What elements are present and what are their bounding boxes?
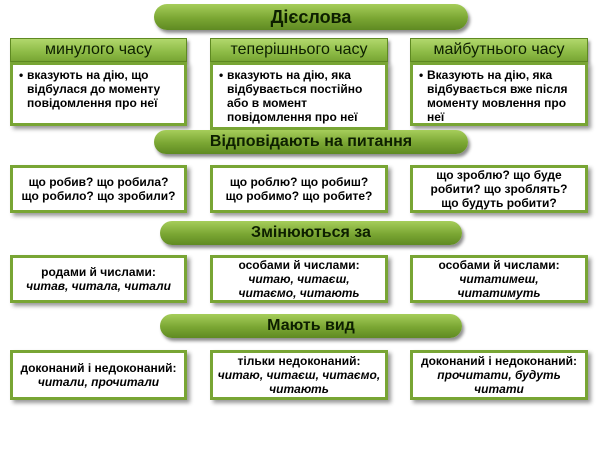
aspect-label: тільки недоконаний: — [237, 354, 361, 368]
question-line: що робимо? що робите? — [225, 189, 373, 203]
question-line: що робило? що зробили? — [21, 189, 176, 203]
change-label: родами й числами: — [41, 265, 156, 279]
change-past: родами й числами: читав, читала, читали — [10, 255, 187, 303]
change-example: читатимеш, — [459, 272, 539, 286]
description-line: або в момент — [227, 96, 308, 110]
description-line: відбувається постійно — [227, 82, 363, 96]
description-line: •вказують на дію, що — [19, 68, 149, 82]
change-label: особами й числами: — [238, 258, 360, 272]
description-line: моменту мовлення про неї — [427, 96, 567, 124]
aspect-example: читаю, читаєш, читаємо, — [217, 368, 381, 382]
change-future: особами й числами: читатимеш, читатимуть — [410, 255, 588, 303]
aspect-present: тільки недоконаний: читаю, читаєш, читає… — [210, 350, 388, 400]
aspect-label: доконаний і недоконаний: — [20, 361, 177, 375]
aspect-future: доконаний і недоконаний: прочитати, буду… — [410, 350, 588, 400]
questions-past: що робив? що робила? що робило? що зроби… — [10, 165, 187, 213]
questions-title: Відповідають на питання — [154, 130, 468, 154]
description-line: •Вказують на дію, яка — [419, 68, 553, 82]
description-past: •вказують на дію, що відбулася до момент… — [10, 62, 187, 126]
aspect-example: прочитати, будуть — [437, 368, 561, 382]
aspect-example: читали, прочитали — [37, 375, 160, 389]
tense-header-future: майбутнього часу — [410, 38, 588, 62]
tense-header-past: минулого часу — [10, 38, 187, 62]
aspect-example: читають — [269, 382, 329, 396]
description-future: •Вказують на дію, яка відбувається вже п… — [410, 62, 588, 126]
change-label: особами й числами: — [438, 258, 560, 272]
question-line: робити? що зроблять? — [430, 182, 568, 196]
question-line: що роблю? що робиш? — [229, 175, 369, 189]
aspect-title: Мають вид — [160, 314, 462, 338]
tense-header-present: теперішнього часу — [210, 38, 388, 62]
change-example: читатимуть — [457, 286, 541, 300]
description-line: повідомлення про неї — [27, 96, 158, 110]
change-title: Змінюються за — [160, 221, 462, 245]
aspect-label: доконаний і недоконаний: — [420, 354, 578, 368]
questions-future: що зроблю? що буде робити? що зроблять? … — [410, 165, 588, 213]
description-line: •вказують на дію, яка — [219, 68, 351, 82]
diagram-title: Дієслова — [154, 4, 468, 30]
change-example: читаю, читаєш, — [248, 272, 350, 286]
description-line: повідомлення про неї — [227, 110, 358, 124]
question-line: що робив? що робила? — [28, 175, 169, 189]
description-present: •вказують на дію, яка відбувається пості… — [210, 62, 388, 130]
question-line: що будуть робити? — [441, 196, 557, 210]
change-example: читав, читала, читали — [26, 279, 171, 293]
description-line: відбувається вже після — [427, 82, 568, 96]
aspect-past: доконаний і недоконаний: читали, прочита… — [10, 350, 187, 400]
change-example: читаємо, читають — [238, 286, 360, 300]
aspect-example: читати — [474, 382, 524, 396]
questions-present: що роблю? що робиш? що робимо? що робите… — [210, 165, 388, 213]
description-line: відбулася до моменту — [27, 82, 161, 96]
change-present: особами й числами: читаю, читаєш, читаєм… — [210, 255, 388, 303]
question-line: що зроблю? що буде — [436, 168, 562, 182]
